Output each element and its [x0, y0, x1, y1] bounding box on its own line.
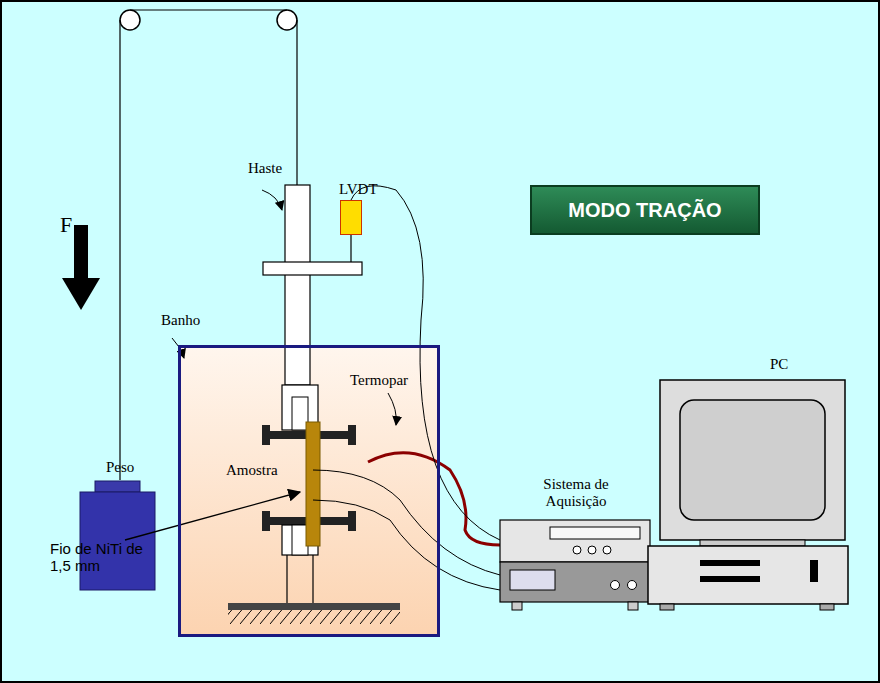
bath-box: Banho [178, 345, 440, 637]
part-label: Fio de NiTi de 1,5 mm [50, 540, 160, 575]
part-label: Haste [248, 160, 282, 177]
force-label: F [60, 212, 72, 237]
node-heading: LVDT [339, 181, 378, 198]
node-heading: Peso [106, 459, 134, 476]
signal-wire [351, 186, 500, 540]
part-label: Amostra [226, 462, 278, 479]
lvdt-sensor: LVDT [340, 200, 362, 235]
node-heading: Sistema de Aquisição [518, 476, 634, 511]
node-heading: PC [770, 356, 788, 373]
part-label: Termopar [350, 372, 408, 389]
node-heading: Banho [161, 312, 200, 329]
banner-text: MODO TRAÇÃO [568, 199, 721, 222]
acquisition-system: Sistema de Aquisição [500, 520, 650, 602]
mode-banner: MODO TRAÇÃO [530, 185, 760, 235]
computer: PC [648, 380, 848, 605]
